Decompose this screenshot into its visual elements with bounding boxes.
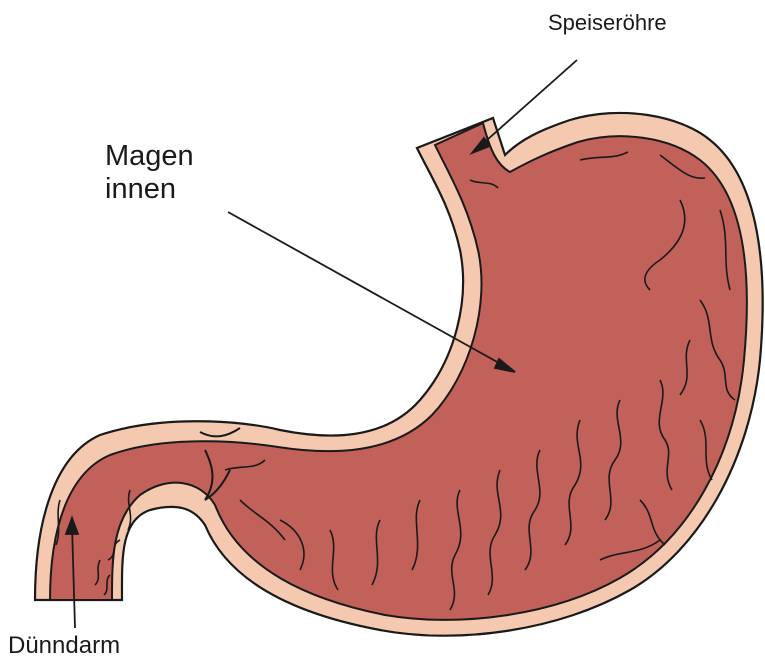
esophagus-label: Speiseröhre: [548, 10, 667, 35]
stomach-interior-label: Magen innen: [105, 140, 194, 207]
small-intestine-label: Dünndarm: [8, 632, 120, 660]
stomach-label-line2: innen: [105, 173, 194, 206]
stomach-label-line1: Magen: [105, 140, 194, 173]
